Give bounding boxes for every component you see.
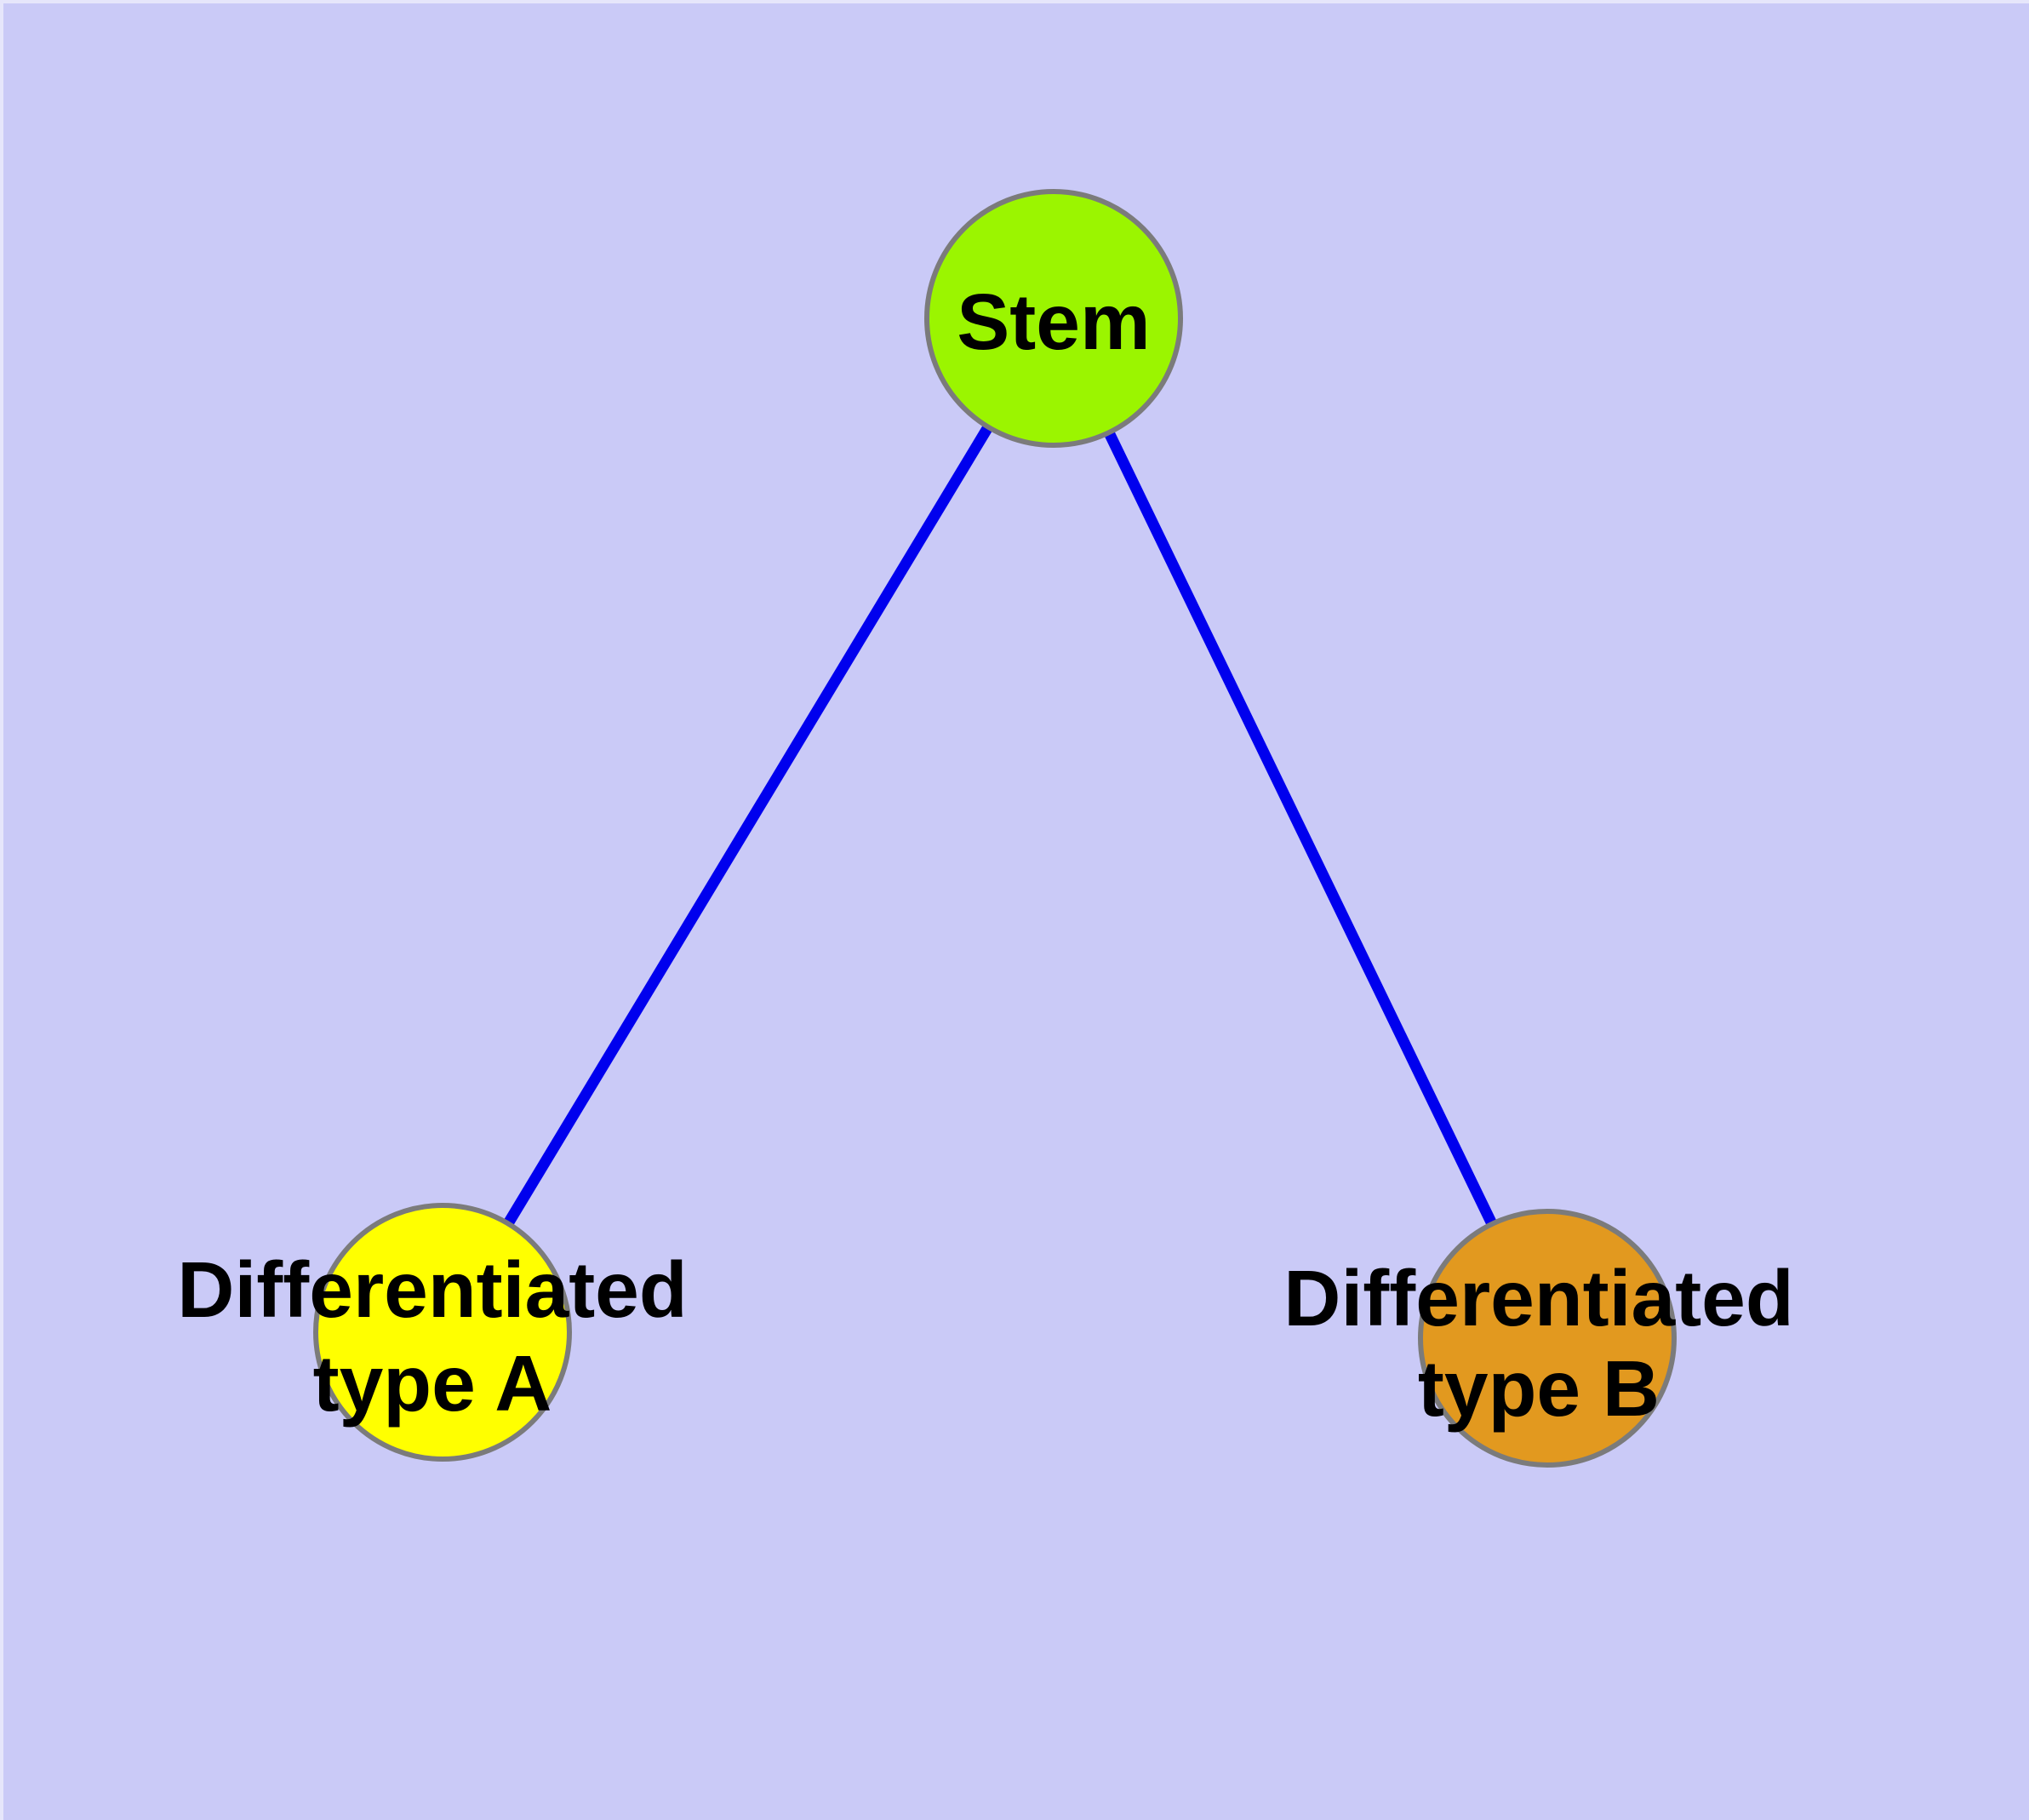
node-type-a-label-line2: type A — [313, 1339, 552, 1428]
node-differentiated-type-a[interactable] — [313, 1203, 572, 1462]
node-type-b-label-line2: type B — [1418, 1344, 1660, 1433]
node-differentiated-type-b[interactable] — [1418, 1209, 1677, 1468]
canvas-bevel-left — [0, 0, 3, 1820]
node-stem-label: Stem — [957, 278, 1150, 366]
edge-stem-to-type-b — [1049, 316, 1552, 1341]
canvas-bevel-top — [0, 0, 2029, 3]
node-stem[interactable] — [924, 189, 1183, 448]
node-type-b-label-line1: Differentiated — [1283, 1254, 1793, 1342]
node-type-a-label-line1: Differentiated — [177, 1245, 687, 1334]
edge-stem-to-type-a — [437, 315, 1059, 1336]
